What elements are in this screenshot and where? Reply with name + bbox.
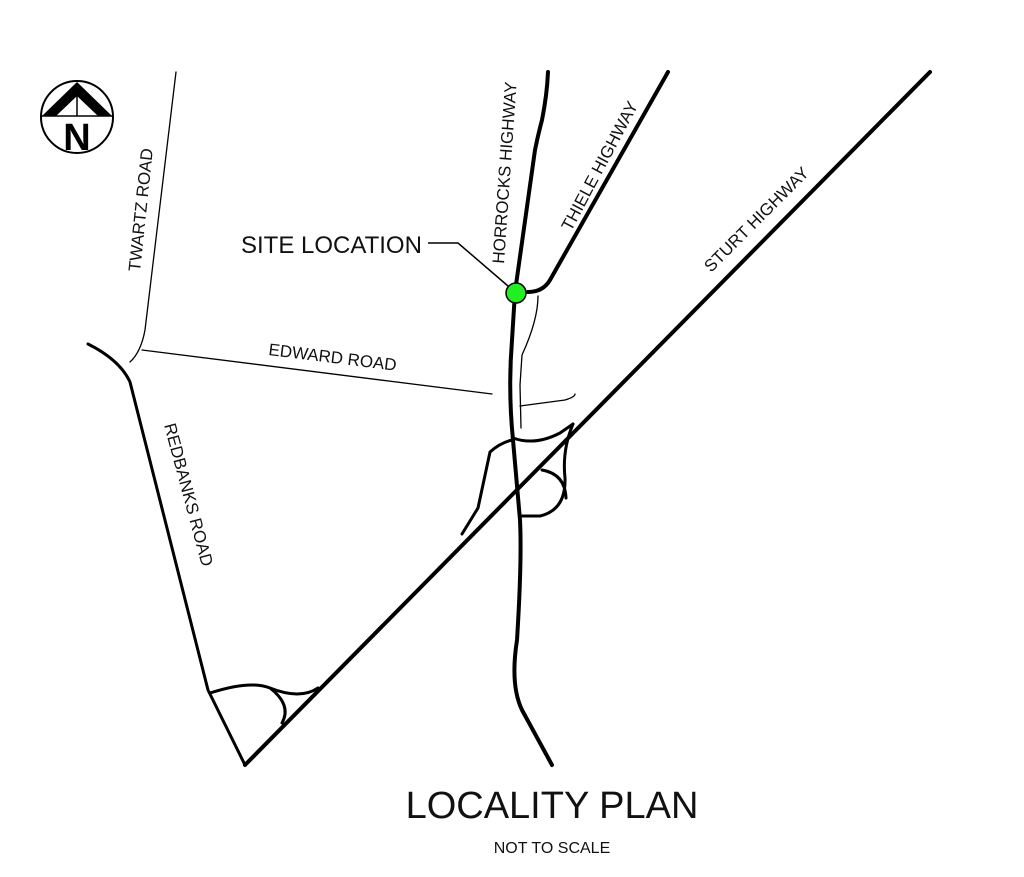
redbanks-road-label: REDBANKS ROAD (160, 421, 216, 568)
site-location-label: SITE LOCATION (241, 232, 422, 259)
thiele-highway (526, 70, 670, 294)
redbanks-road (86, 342, 247, 767)
service-road (519, 295, 539, 429)
service-road-branch (519, 393, 576, 407)
interchange-ramp-west (460, 438, 514, 536)
interchange-ramp-east (520, 422, 575, 518)
plan-subtitle: NOT TO SCALE (493, 840, 611, 857)
horrocks-highway-label: HORROCKS HIGHWAY (489, 81, 521, 264)
redbanks-interchange (208, 683, 320, 696)
north-arrow-icon: N (40, 80, 114, 159)
interchange-loop (540, 468, 568, 500)
twartz-road (129, 71, 177, 363)
sturt-highway-label: STURT HIGHWAY (700, 163, 813, 276)
plan-title: LOCALITY PLAN (405, 785, 699, 827)
edward-road (141, 349, 493, 395)
horrocks-highway (508, 70, 554, 767)
site-location-marker[interactable] (505, 282, 527, 304)
redbanks-loop (268, 686, 287, 725)
site-leader-line (428, 242, 509, 287)
thiele-highway-label: THIELE HIGHWAY (558, 98, 642, 234)
edward-road-label: EDWARD ROAD (268, 340, 398, 375)
interchange-ramp-north (511, 422, 575, 443)
sturt-highway (243, 70, 932, 767)
svg-text:N: N (63, 117, 90, 159)
twartz-road-label: TWARTZ ROAD (125, 147, 157, 272)
